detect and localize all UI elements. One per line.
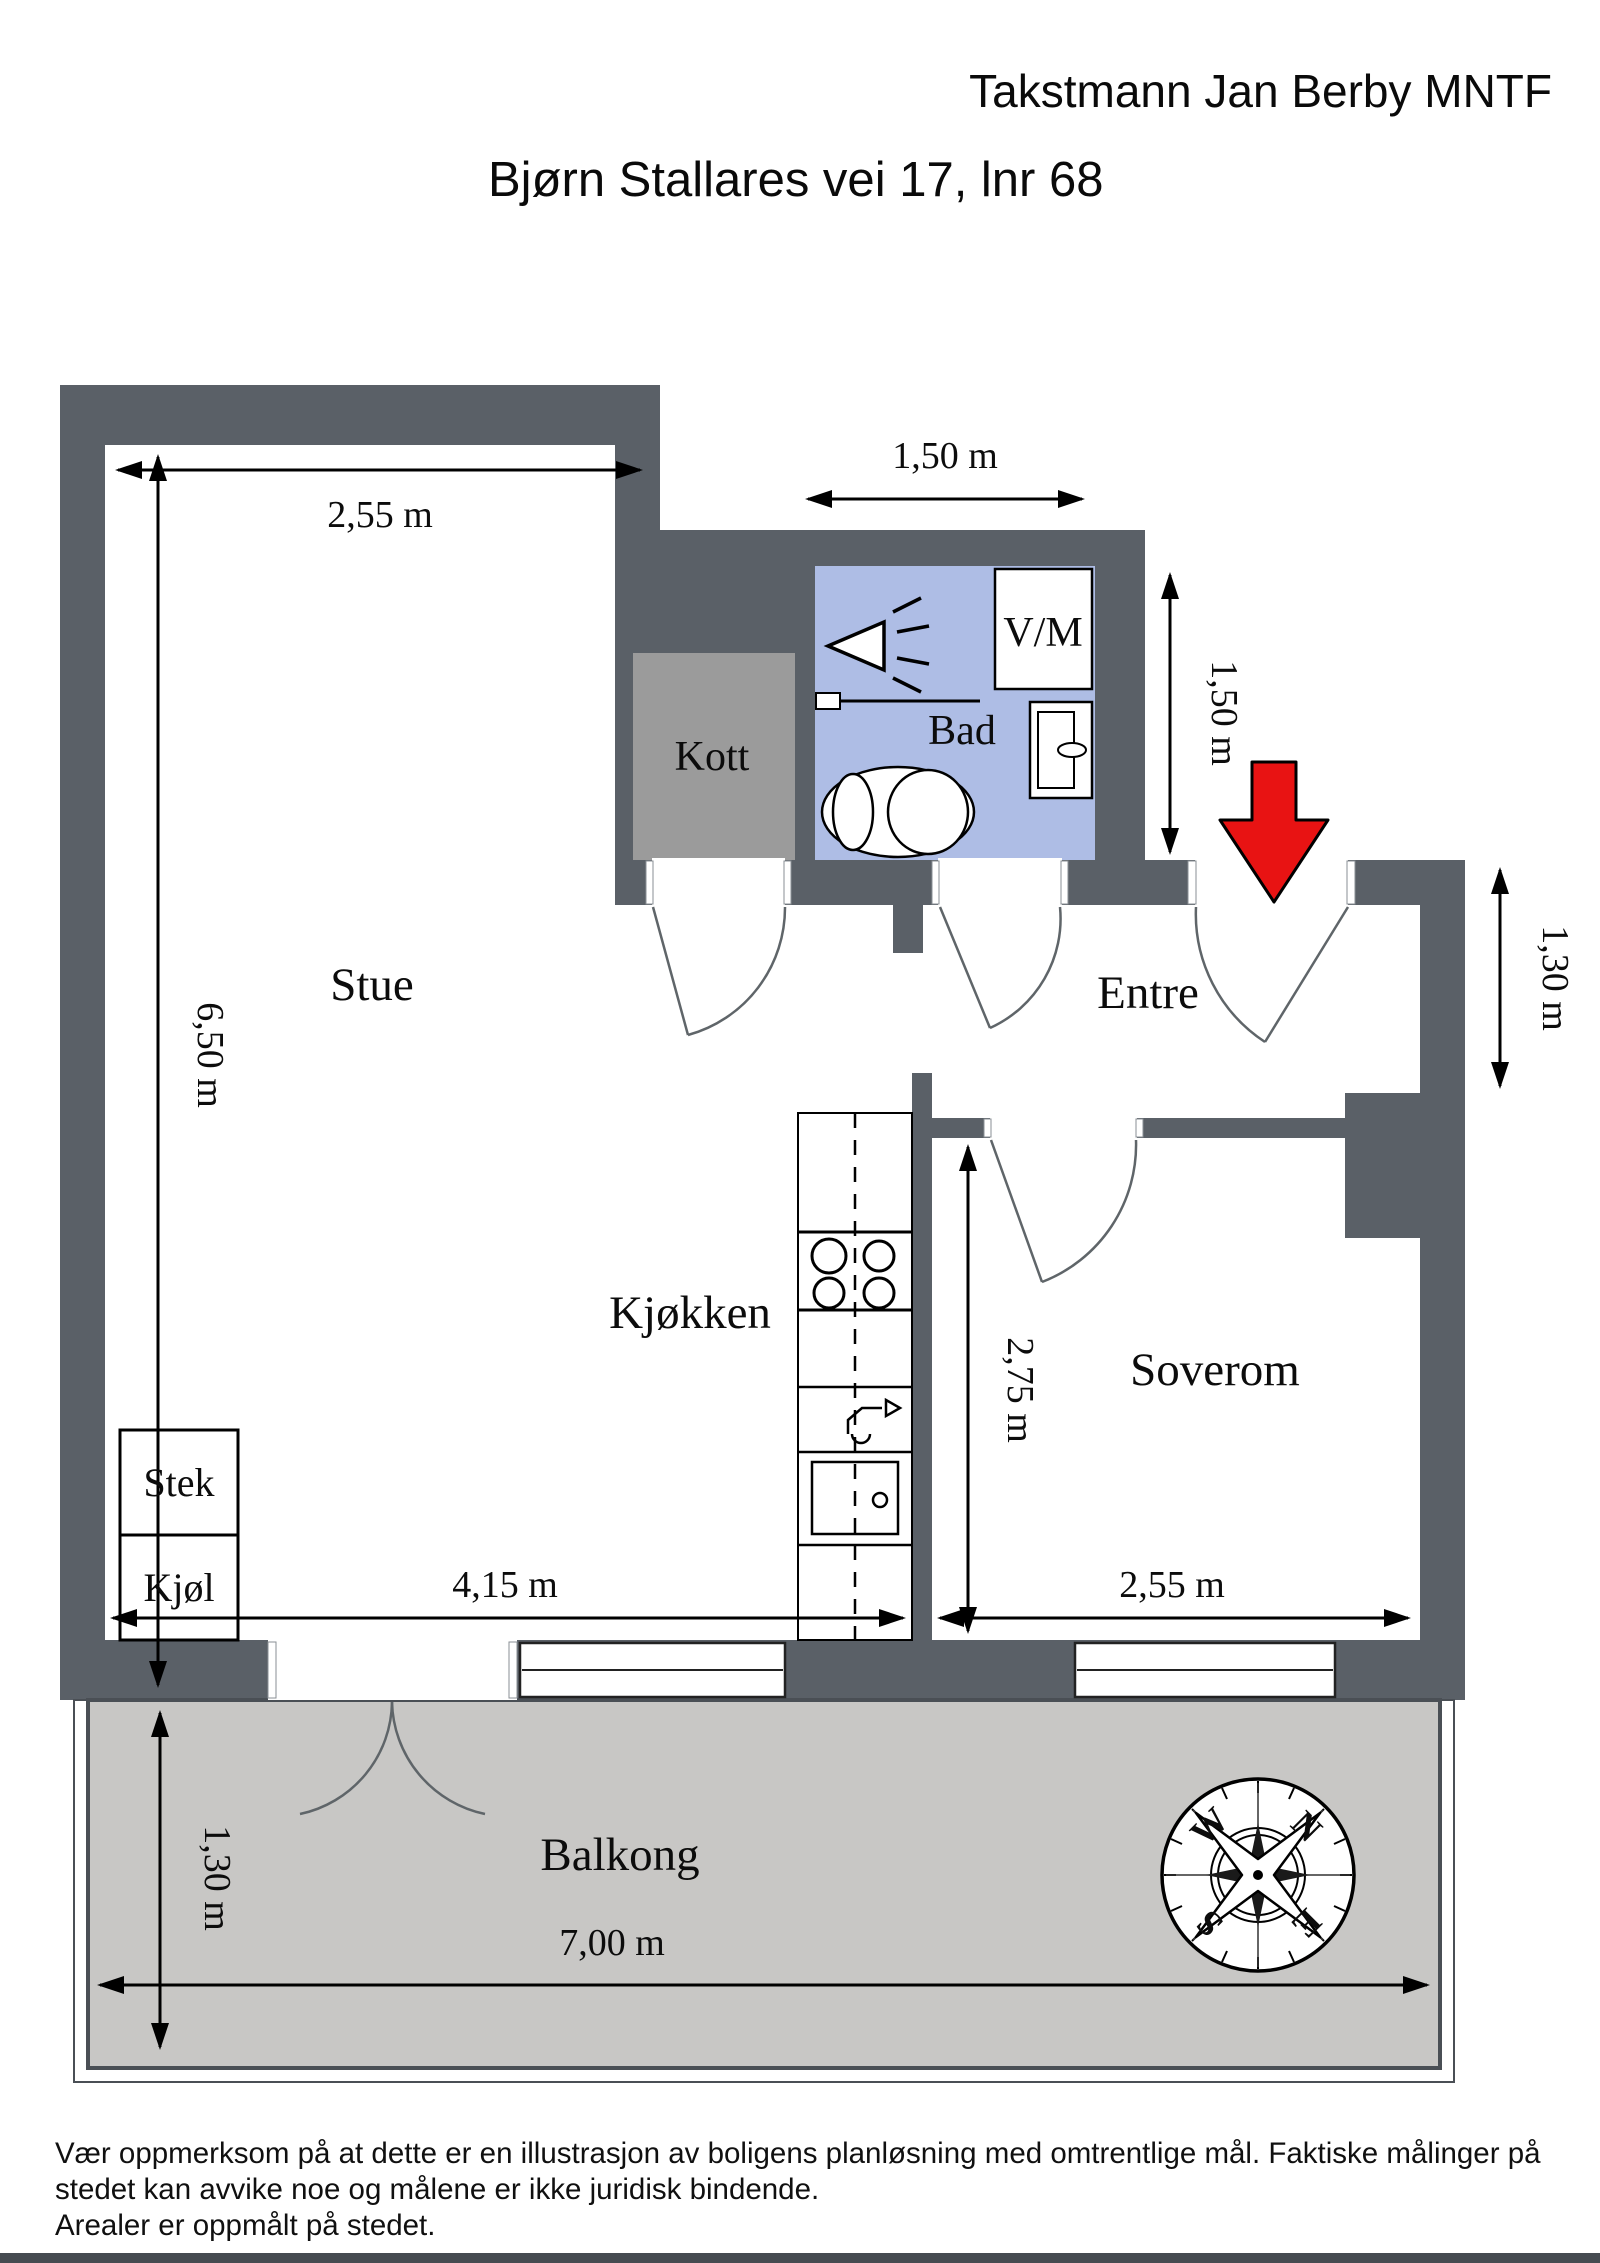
toilet-icon	[820, 765, 976, 859]
kott-floor	[633, 653, 795, 860]
compass-rose: N W S E	[1160, 1777, 1356, 1973]
opening-balcony-door	[268, 1640, 517, 1700]
footer-disclaimer-text: Vær oppmerksom på at dette er en illustr…	[55, 2137, 1541, 2206]
shower-icon	[823, 596, 930, 694]
counter-outline	[797, 1112, 913, 1641]
stek-box	[118, 1428, 240, 1537]
page-title: Bjørn Stallares vei 17, lnr 68	[488, 153, 1104, 207]
door-swings	[299, 906, 1350, 1816]
dim-soverom-width: 2,55 m	[1119, 1564, 1225, 1606]
label-kjol: Kjøl	[143, 1565, 214, 1610]
label-vm: V/M	[1003, 610, 1082, 656]
windows	[518, 1641, 1337, 1699]
dishwasher-icon	[810, 1460, 900, 1536]
dim-entre-depth: 1,30 m	[1534, 925, 1576, 1031]
label-bad: Bad	[928, 708, 996, 754]
wall-divider-left	[912, 1118, 990, 1138]
dim-balkong-depth: 1,30 m	[196, 1825, 238, 1931]
dim-bad-depth: 1,50 m	[1203, 660, 1245, 766]
label-kott: Kott	[675, 734, 750, 780]
wall-step-connector	[615, 445, 660, 540]
kitchen-counter	[797, 1112, 913, 1641]
opening-soverom-door	[990, 1116, 1137, 1140]
wall-right	[1420, 860, 1465, 1700]
wall-right-notch	[1345, 1093, 1420, 1238]
label-stek: Stek	[143, 1460, 214, 1505]
footer-note-text: Arealer er oppmålt på stedet.	[55, 2208, 436, 2242]
wall-kitchen-soverom	[912, 1138, 932, 1640]
wall-stue-top	[60, 385, 660, 445]
label-balkong: Balkong	[540, 1829, 699, 1881]
stove-burners-icon	[810, 1237, 896, 1310]
wall-stub-bad	[893, 905, 923, 953]
entrance-arrow-icon	[1218, 760, 1330, 904]
dim-bad-width: 1,50 m	[892, 435, 998, 477]
door-jambs	[267, 860, 1356, 1699]
footer-disclaimer: Vær oppmerksom på at dette er en illustr…	[55, 2136, 1570, 2244]
entrance-door	[1194, 906, 1350, 1044]
wall-entrance-left	[1145, 860, 1195, 905]
bad-door	[938, 906, 1062, 1030]
soverom-door	[989, 1139, 1138, 1284]
dim-kjokken-width: 4,15 m	[452, 1564, 558, 1606]
opening-kott-door	[652, 858, 785, 907]
dim-stue-width: 2,55 m	[327, 494, 433, 536]
dimension-lines	[97, 454, 1509, 2050]
label-entre: Entre	[1097, 967, 1199, 1019]
label-kjokken: Kjøkken	[609, 1287, 771, 1339]
dim-stue-length: 6,50 m	[189, 1002, 231, 1108]
walls	[60, 385, 1465, 1700]
dim-balkong-width: 7,00 m	[559, 1922, 665, 1964]
balcony-floor	[86, 1698, 1442, 2070]
wall-divider-stub	[912, 1073, 932, 1118]
bathroom-sink-icon	[1028, 700, 1094, 800]
opening-bad-door	[938, 858, 1062, 907]
dim-soverom-depth: 2,75 m	[999, 1337, 1041, 1443]
kott-door	[651, 906, 787, 1037]
wall-divider-right	[1137, 1118, 1345, 1138]
label-stue: Stue	[330, 959, 414, 1011]
bottom-border-strip	[0, 2253, 1600, 2263]
shower-partition	[815, 692, 980, 710]
washing-machine	[993, 567, 1094, 691]
label-soverom: Soverom	[1130, 1344, 1300, 1396]
wall-left	[60, 385, 105, 1700]
door-openings	[268, 858, 1348, 1700]
surveyor-name: Takstmann Jan Berby MNTF	[969, 65, 1552, 117]
balcony-doors	[299, 1701, 486, 1816]
